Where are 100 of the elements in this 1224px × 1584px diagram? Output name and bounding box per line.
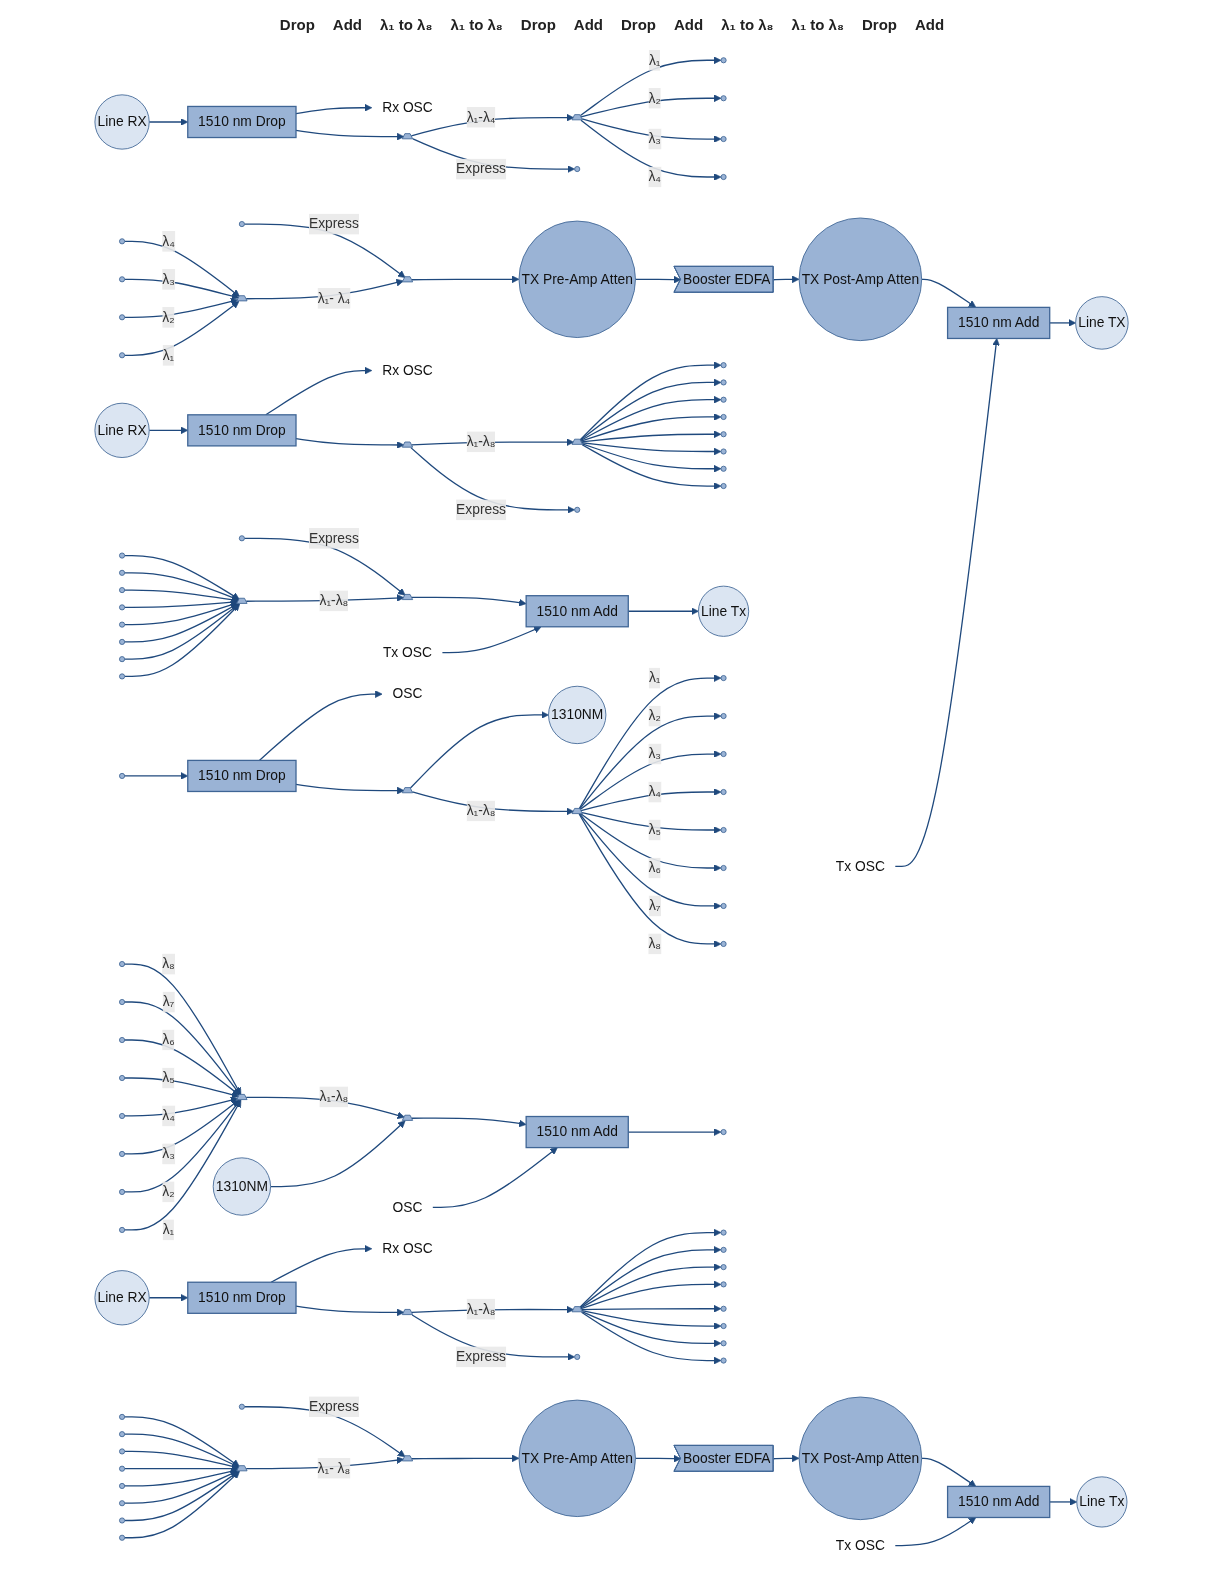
edge-label: λ₁-λ₈ xyxy=(319,593,349,608)
arrow xyxy=(582,1311,722,1348)
port-group-label: Drop xyxy=(621,16,656,33)
node-text: Tx OSC xyxy=(383,644,433,660)
port-group-label: Add xyxy=(332,16,362,33)
edge-label: λ₁-λ₈ xyxy=(467,1301,496,1317)
node-box: 1510 nm Drop xyxy=(187,414,298,447)
node-circle xyxy=(721,1357,728,1364)
port-group-label: λ₁ to λ₈ xyxy=(721,16,774,33)
edge-label: λ₁ xyxy=(649,670,661,685)
node-circle xyxy=(721,57,728,64)
arrow xyxy=(124,1099,242,1231)
node-box: 1510 nm Add xyxy=(525,1115,630,1149)
arrow xyxy=(270,1245,373,1283)
port-group-label: Add xyxy=(674,16,704,33)
node-circle xyxy=(119,238,126,245)
node-circle xyxy=(721,827,728,833)
node-text: OSC xyxy=(392,1199,423,1215)
arrow xyxy=(580,56,722,117)
arrow xyxy=(124,1450,240,1470)
arrow xyxy=(773,1454,800,1463)
arrow xyxy=(124,1433,240,1468)
node-text: OSC xyxy=(392,686,423,702)
node-circle: Line RX xyxy=(94,94,151,150)
arrow xyxy=(635,1454,682,1463)
node-circle xyxy=(119,552,126,559)
port-group-label: λ₁ to λ₈ xyxy=(380,16,433,33)
arrow xyxy=(124,297,239,318)
port-group-label: λ₁ to λ₈ xyxy=(450,16,503,33)
node-circle: 1310NM xyxy=(213,1157,272,1216)
node-circle xyxy=(574,506,581,513)
node-circle xyxy=(721,465,728,472)
arrow xyxy=(124,963,242,1096)
node-circle xyxy=(119,352,126,359)
edge-label: λ₁-λ₈ xyxy=(319,1089,349,1104)
arrow xyxy=(580,1228,722,1308)
arrow xyxy=(149,1293,189,1302)
arrow xyxy=(124,1001,242,1096)
arrow xyxy=(581,1309,722,1330)
node-text: Tx OSC xyxy=(836,1537,886,1553)
node-circle xyxy=(119,1517,126,1524)
node-circle xyxy=(119,621,126,628)
node-circle xyxy=(119,1112,126,1119)
edge-label: λ₂ xyxy=(649,90,662,106)
node-trapezoid xyxy=(572,808,584,815)
node-circle xyxy=(721,789,728,796)
node-circle xyxy=(721,396,728,403)
arrow xyxy=(580,361,722,441)
edge-label: Express xyxy=(309,216,360,231)
node-circle xyxy=(119,1226,126,1233)
node-circle xyxy=(721,864,728,871)
port-group-label: Drop xyxy=(520,16,556,33)
node-circle xyxy=(721,713,728,720)
node-box: 1510 nm Drop xyxy=(187,105,298,139)
node-circle xyxy=(721,1129,728,1136)
arrow xyxy=(580,395,722,442)
node-circle: Line RX xyxy=(94,1270,151,1326)
edge-label: λ₅ xyxy=(648,822,662,837)
node-circle: 1310NM xyxy=(548,685,607,745)
arrow xyxy=(124,1096,239,1117)
arrow xyxy=(410,711,550,789)
arrow xyxy=(579,712,722,810)
edge-label: λ₂ xyxy=(649,708,662,723)
edge-label: λ₄ xyxy=(162,233,176,249)
arrow xyxy=(124,300,240,356)
arrow xyxy=(149,118,189,126)
arrow xyxy=(580,119,722,181)
node-trapezoid xyxy=(402,1114,414,1121)
arrow xyxy=(628,607,700,616)
arrow xyxy=(124,572,240,602)
arrow xyxy=(124,772,189,780)
node-circle xyxy=(721,431,728,438)
node-circle xyxy=(721,1340,728,1347)
node-circle xyxy=(119,604,126,611)
node-circle xyxy=(119,1431,126,1438)
node-circle xyxy=(721,483,728,490)
arrow xyxy=(265,366,373,416)
arrow xyxy=(578,674,722,810)
node-circle xyxy=(721,174,728,181)
arrow xyxy=(635,275,682,284)
edge-label: λ₁ xyxy=(649,52,661,68)
port-group-label: Add xyxy=(915,16,945,33)
node-circle: TX Post-Amp Atten xyxy=(799,1396,923,1521)
node-trapezoid xyxy=(402,594,414,600)
edge-label: λ₁- λ₄ xyxy=(318,290,351,306)
node-circle xyxy=(119,1500,126,1507)
node-circle xyxy=(119,1150,126,1157)
arrow xyxy=(124,1077,240,1099)
edge-label: λ₁ xyxy=(163,347,175,363)
port-group-label: Drop xyxy=(279,16,315,33)
node-circle xyxy=(721,940,728,947)
arrow xyxy=(581,442,722,456)
arrow xyxy=(411,275,520,284)
node-circle xyxy=(721,675,728,682)
node-circle: TX Pre-Amp Atten xyxy=(519,220,637,338)
edge-label: λ₅ xyxy=(162,1070,176,1085)
node-circle: Line TX xyxy=(1075,296,1130,350)
node-circle xyxy=(239,1403,246,1410)
node-circle xyxy=(119,1465,126,1472)
arrow xyxy=(921,278,977,308)
